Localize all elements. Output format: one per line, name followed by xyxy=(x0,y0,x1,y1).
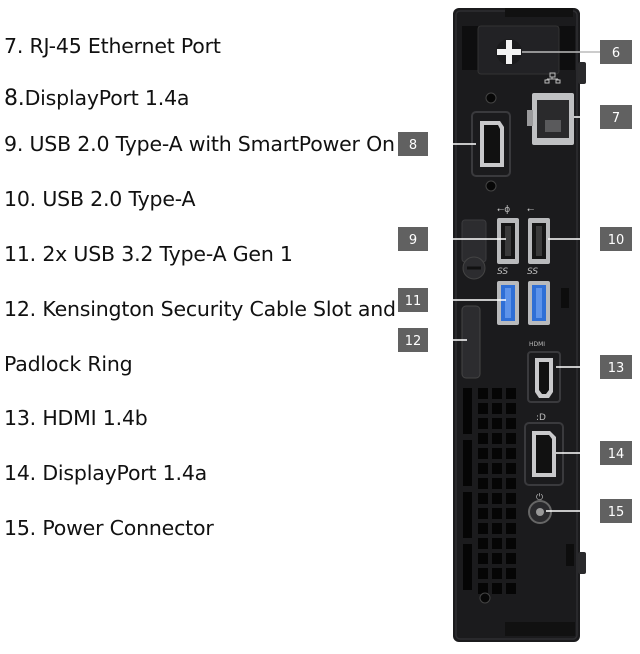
vent-hole xyxy=(492,508,502,519)
vent-hole xyxy=(478,403,488,414)
vent-hole xyxy=(506,568,516,579)
legend-item-7: 7. RJ-45 Ethernet Port xyxy=(4,34,221,58)
network-icon xyxy=(544,72,561,84)
vent-hole xyxy=(478,553,488,564)
rj45-port xyxy=(527,93,574,145)
svg-text:9: 9 xyxy=(409,233,417,248)
svg-text:7: 7 xyxy=(612,111,620,126)
legend-item-12: 12. Kensington Security Cable Slot and xyxy=(4,297,396,321)
callout-leader-lines xyxy=(428,51,600,512)
callout-8: 8 xyxy=(398,132,428,156)
legend-item-13: 13. HDMI 1.4b xyxy=(4,406,148,430)
callout-10: 10 xyxy=(600,227,632,251)
vent-hole xyxy=(506,508,516,519)
vent-hole xyxy=(478,448,488,459)
vent-hole xyxy=(478,493,488,504)
usb-ss-icon: SS xyxy=(497,267,508,277)
vent-hole xyxy=(506,553,516,564)
usb-ss-icon: SS xyxy=(527,267,538,277)
usb2-port xyxy=(528,218,550,264)
vent-hole xyxy=(492,583,502,594)
vent-hole xyxy=(506,478,516,489)
vent-hole xyxy=(492,523,502,534)
power-connector xyxy=(528,500,552,524)
vent-hole xyxy=(478,523,488,534)
vent-hole xyxy=(506,493,516,504)
vent-hole xyxy=(492,448,502,459)
top-clip xyxy=(505,8,573,17)
legend-item-11: 11. 2x USB 3.2 Type-A Gen 1 xyxy=(4,242,293,266)
vent-hole xyxy=(506,448,516,459)
callout-9: 9 xyxy=(398,227,428,251)
usb3-port-1 xyxy=(497,281,519,325)
displayport-icon: :D xyxy=(536,413,546,423)
usb3-port-2 xyxy=(528,281,550,325)
vent-hole xyxy=(478,463,488,474)
vent-hole xyxy=(492,553,502,564)
hdmi-icon: HDMI xyxy=(529,341,545,348)
vent-hole xyxy=(492,403,502,414)
vent-hole xyxy=(492,568,502,579)
vent-holes xyxy=(478,388,516,594)
vent-hole xyxy=(478,388,488,399)
vent-hole xyxy=(492,463,502,474)
callout-15: 15 xyxy=(600,499,632,523)
callout-11: 11 xyxy=(398,288,428,312)
top-vent-right xyxy=(559,26,575,70)
vent-hole xyxy=(492,493,502,504)
callout-7: 7 xyxy=(600,105,632,129)
usb2-port-smartpower xyxy=(497,218,519,264)
svg-text:8: 8 xyxy=(409,138,417,153)
vent-hole xyxy=(478,538,488,549)
svg-text:13: 13 xyxy=(608,361,625,376)
svg-text:10: 10 xyxy=(608,233,625,248)
vent-hole xyxy=(478,508,488,519)
usb-icon: ⭠ϕ xyxy=(497,205,510,215)
vent-hole xyxy=(478,433,488,444)
vent-hole xyxy=(478,568,488,579)
vent-hole xyxy=(492,538,502,549)
callout-6: 6 xyxy=(600,40,632,64)
vent-hole xyxy=(506,463,516,474)
svg-text:15: 15 xyxy=(608,505,625,520)
callout-12: 12 xyxy=(398,328,428,352)
vent-hole xyxy=(492,388,502,399)
vent-hole xyxy=(478,478,488,489)
legend-item-10: 10. USB 2.0 Type-A xyxy=(4,187,196,211)
power-icon: ⏻ xyxy=(536,492,543,503)
legend-item-12-cont: Padlock Ring xyxy=(4,352,133,376)
legend-item-14: 14. DisplayPort 1.4a xyxy=(4,461,208,485)
svg-text:12: 12 xyxy=(405,334,422,349)
ventilation-grille xyxy=(463,388,472,590)
vent-hole xyxy=(478,583,488,594)
svg-text:11: 11 xyxy=(405,294,422,309)
kensington-lock-ring xyxy=(461,219,487,379)
vent-hole xyxy=(506,418,516,429)
usb-icon: ⭠ xyxy=(527,205,534,215)
vent-hole xyxy=(506,523,516,534)
vent-hole xyxy=(506,538,516,549)
callout-13: 13 xyxy=(600,355,632,379)
vent-hole xyxy=(478,418,488,429)
legend-item-8: 8.DisplayPort 1.4a xyxy=(4,86,190,111)
legend-item-15: 15. Power Connector xyxy=(4,516,214,540)
vent-hole xyxy=(492,418,502,429)
svg-text:6: 6 xyxy=(612,46,620,61)
displayport-port-2 xyxy=(524,422,564,486)
callout-14: 14 xyxy=(600,441,632,465)
vent-hole xyxy=(492,433,502,444)
vent-hole xyxy=(506,583,516,594)
thumbscrew-icon xyxy=(496,39,522,65)
vent-hole xyxy=(492,478,502,489)
port-legend: 7. RJ-45 Ethernet Port 8.DisplayPort 1.4… xyxy=(4,34,396,540)
hdmi-port xyxy=(527,351,561,403)
legend-item-9: 9. USB 2.0 Type-A with SmartPower On xyxy=(4,132,395,156)
vent-hole xyxy=(506,433,516,444)
top-vent-left xyxy=(462,26,478,70)
svg-text:14: 14 xyxy=(608,447,625,462)
vent-hole xyxy=(506,388,516,399)
vent-hole xyxy=(506,403,516,414)
